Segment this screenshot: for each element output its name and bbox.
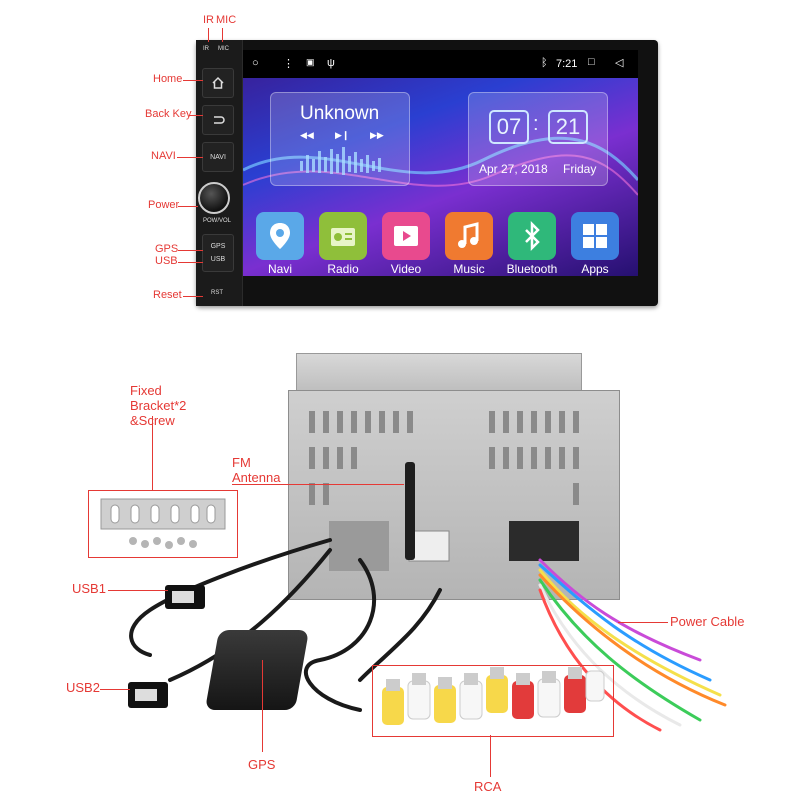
app-label-music: Music [453, 262, 485, 276]
rca-plugs [382, 667, 605, 725]
home-button[interactable] [202, 68, 234, 98]
next-icon[interactable]: ▶▶ [370, 130, 384, 140]
callout-line [108, 590, 168, 591]
label-power-cable: Power Cable [670, 614, 745, 629]
label-fm-antenna: FM Antenna [232, 455, 281, 485]
bracket-and-screws [100, 498, 226, 549]
label-home: Home [153, 73, 183, 85]
home-icon [212, 76, 224, 89]
fm-antenna [405, 462, 415, 560]
label-reset: Reset [153, 289, 182, 301]
map-pin-icon [270, 223, 290, 249]
label-fixed-bracket: Fixed Bracket*2 &Screw [130, 383, 187, 428]
gps-antenna-puck [204, 630, 310, 710]
app-bluetooth[interactable] [508, 212, 556, 260]
rear-panel [288, 390, 620, 600]
label-usb2: USB2 [66, 680, 100, 695]
video-icon [394, 226, 418, 246]
label-ir: IR [203, 14, 214, 26]
wave-background [243, 136, 638, 196]
status-clock: 7:21 [556, 58, 578, 70]
status-bar [243, 50, 638, 78]
callout-line [618, 622, 668, 623]
rca-highlight-box [372, 665, 614, 737]
clock-minute: 21 [548, 110, 588, 144]
recents-icon[interactable]: □ [588, 56, 595, 68]
app-radio[interactable] [319, 212, 367, 260]
callout-line [152, 416, 153, 490]
bezel-usb: USB [210, 256, 226, 263]
back-arrow-icon [214, 116, 225, 124]
usb-icon: ψ [327, 57, 335, 69]
clock-separator: : [533, 113, 539, 135]
callout-line [222, 28, 223, 42]
label-gps-antenna: GPS [248, 757, 276, 772]
label-navi: NAVI [151, 150, 176, 162]
callout-line [100, 689, 130, 690]
vent-slots [309, 411, 579, 571]
app-video[interactable] [382, 212, 430, 260]
callout-line [208, 28, 209, 42]
previous-icon[interactable]: ◀◀ [300, 130, 314, 140]
callout-line [178, 250, 203, 251]
label-usb: USB [155, 255, 178, 267]
label-mic: MIC [216, 14, 237, 26]
app-label-video: Video [390, 262, 422, 276]
label-back-key: Back Key [145, 108, 192, 120]
bracket-highlight-box [88, 490, 238, 558]
image-icon: ▣ [306, 57, 315, 67]
app-label-radio: Radio [327, 262, 359, 276]
callout-line [178, 262, 203, 263]
clock-hour: 07 [489, 110, 529, 144]
clock-weekday: Friday [563, 162, 597, 176]
callout-line [177, 157, 203, 158]
circle-icon[interactable]: ○ [252, 57, 259, 69]
app-apps[interactable] [571, 212, 619, 260]
bezel-gps: GPS [210, 243, 226, 250]
app-label-bluetooth: Bluetooth [506, 262, 558, 276]
usb1-port [172, 591, 194, 603]
label-power: Power [148, 199, 180, 211]
chassis-top [296, 353, 582, 395]
media-title: Unknown [300, 103, 380, 124]
label-rca: RCA [474, 779, 502, 794]
app-label-apps: Apps [581, 262, 609, 276]
power-volume-knob[interactable] [198, 182, 230, 214]
music-note-icon [458, 222, 479, 248]
callout-line [232, 484, 404, 485]
back-key-button[interactable] [202, 105, 234, 135]
usb2-port [135, 689, 157, 701]
callout-line [262, 660, 263, 752]
gps-usb-port-cover[interactable]: GPS USB [202, 234, 234, 272]
callout-line [189, 115, 203, 116]
callout-line [183, 80, 203, 81]
clock-date: Apr 27, 2018 [479, 162, 548, 176]
play-pause-icon[interactable]: ▶❙ [335, 130, 350, 140]
radio-icon [331, 228, 355, 246]
bezel-mic: MIC [218, 46, 229, 52]
grid-icon [583, 224, 607, 248]
callout-line [178, 206, 198, 207]
app-label-navi: Navi [267, 262, 292, 276]
back-triangle-icon[interactable]: ◁ [615, 57, 624, 69]
app-navi[interactable] [256, 212, 304, 260]
label-usb1: USB1 [72, 581, 106, 596]
navi-button[interactable]: NAVI [202, 142, 234, 172]
media-widget[interactable] [270, 92, 410, 186]
label-gps: GPS [155, 243, 179, 255]
callout-line [490, 735, 491, 777]
bluetooth-icon [525, 220, 540, 252]
equalizer-icon [300, 147, 381, 175]
bezel-powvol: POW/VOL [203, 218, 232, 224]
bluetooth-icon: ᛒ [541, 57, 548, 69]
app-music[interactable] [445, 212, 493, 260]
bezel-ir: IR [203, 46, 209, 52]
overflow-menu-icon[interactable]: ⋮ [283, 58, 294, 70]
callout-line [183, 296, 203, 297]
reset-button[interactable]: RST [211, 290, 223, 296]
